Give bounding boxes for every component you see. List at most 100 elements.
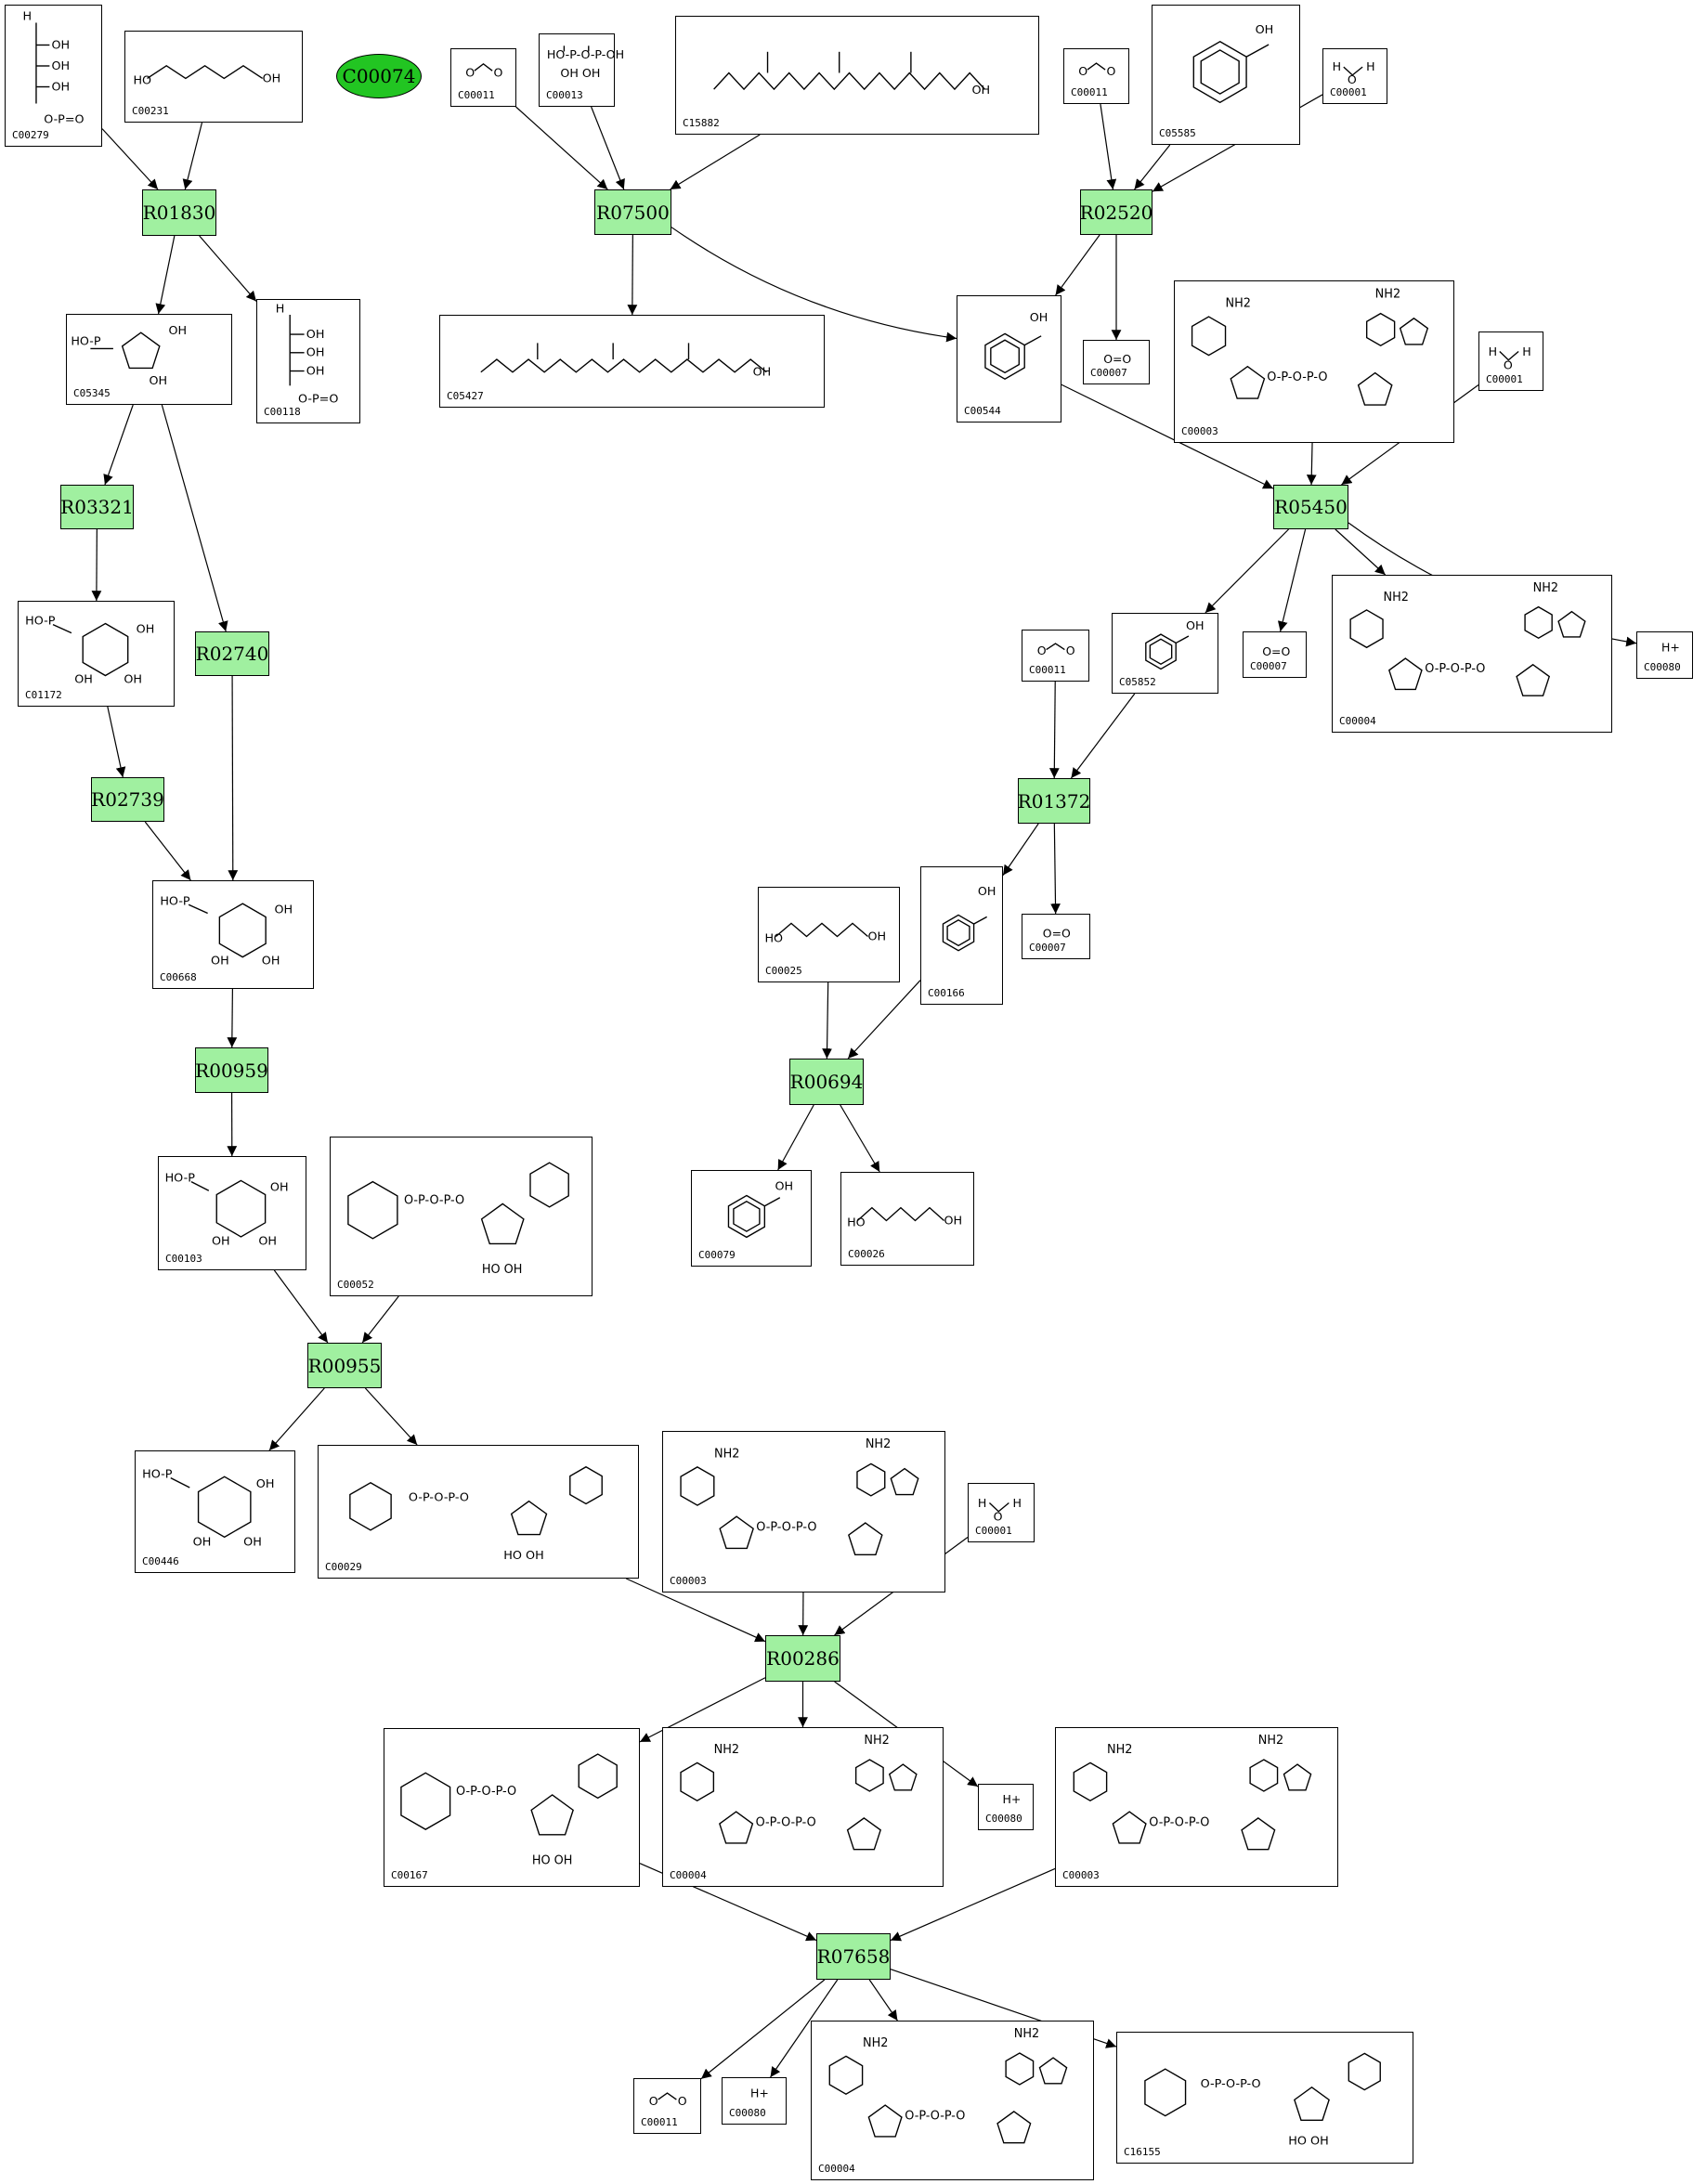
svg-text:OH: OH xyxy=(263,72,281,85)
compound-c00080c[interactable]: H+C00080 xyxy=(722,2077,787,2125)
svg-text:OH: OH xyxy=(944,1214,963,1228)
svg-text:H: H xyxy=(978,1496,986,1510)
highlighted-compound-node[interactable]: C00074 xyxy=(336,54,422,98)
svg-text:OH: OH xyxy=(270,1180,289,1194)
svg-text:NH2: NH2 xyxy=(864,1734,889,1748)
svg-text:NH2: NH2 xyxy=(1225,297,1250,311)
edge-r07500-to-c00544 xyxy=(671,227,957,343)
svg-text:NH2: NH2 xyxy=(714,1448,739,1462)
structure-drawing: O=O xyxy=(1262,644,1290,658)
reaction-node-r01830[interactable]: R01830 xyxy=(142,189,216,236)
reaction-node-r02739[interactable]: R02739 xyxy=(91,777,164,822)
edge-c01172-to-r02739 xyxy=(107,706,126,778)
edge-r02739-to-c00668 xyxy=(144,821,191,881)
edge-c00029-to-r00286 xyxy=(626,1578,766,1643)
reaction-node-r07658[interactable]: R07658 xyxy=(816,1933,891,1980)
svg-text:O: O xyxy=(1078,64,1087,78)
compound-id-label: C16155 xyxy=(1124,2146,1161,2158)
structure-drawing: O-P-O-P-OHO OH xyxy=(400,1753,618,1867)
svg-text:HO-P: HO-P xyxy=(71,335,101,349)
compound-id-label: C00167 xyxy=(391,1869,428,1881)
svg-text:H: H xyxy=(1333,59,1341,73)
svg-text:H: H xyxy=(1522,344,1530,358)
reaction-node-r00286[interactable]: R00286 xyxy=(765,1635,840,1682)
compound-id-label: C00103 xyxy=(165,1253,202,1265)
svg-text:OH: OH xyxy=(274,904,293,917)
svg-text:HO: HO xyxy=(764,932,783,946)
reaction-node-r03321[interactable]: R03321 xyxy=(60,485,134,529)
reaction-node-r01372[interactable]: R01372 xyxy=(1018,778,1090,824)
compound-id-label: C00004 xyxy=(670,1869,707,1881)
reaction-node-r07500[interactable]: R07500 xyxy=(594,189,671,235)
svg-text:HO-P: HO-P xyxy=(160,894,190,908)
svg-text:O: O xyxy=(1066,644,1075,657)
reaction-node-r02740[interactable]: R02740 xyxy=(195,631,269,676)
svg-text:NH2: NH2 xyxy=(1107,1743,1132,1757)
reaction-node-r00694[interactable]: R00694 xyxy=(789,1059,864,1105)
svg-text:OH: OH xyxy=(775,1179,794,1193)
compound-c00080a[interactable]: H+C00080 xyxy=(1636,631,1693,679)
edge-c00052-to-r00955 xyxy=(361,1295,399,1344)
reaction-node-r00955[interactable]: R00955 xyxy=(307,1343,382,1388)
svg-text:OH: OH xyxy=(258,1234,277,1248)
compound-id-label: C00001 xyxy=(1330,86,1367,98)
compound-id-label: C00003 xyxy=(1062,1869,1100,1881)
svg-text:OH: OH xyxy=(150,374,168,388)
svg-text:O-P-O-P-O: O-P-O-P-O xyxy=(756,1815,816,1829)
svg-text:OH: OH xyxy=(306,346,325,360)
reaction-node-r05450[interactable]: R05450 xyxy=(1273,485,1348,529)
edge-c05852-to-r01372 xyxy=(1070,693,1136,779)
edge-r02740-to-c00668 xyxy=(228,675,239,881)
reaction-node-r02520[interactable]: R02520 xyxy=(1080,189,1153,235)
svg-text:O: O xyxy=(649,2094,658,2108)
reaction-node-r00959[interactable]: R00959 xyxy=(195,1047,268,1093)
compound-id-label: C00080 xyxy=(1644,661,1681,673)
compound-c00080b[interactable]: H+C00080 xyxy=(978,1784,1034,1830)
